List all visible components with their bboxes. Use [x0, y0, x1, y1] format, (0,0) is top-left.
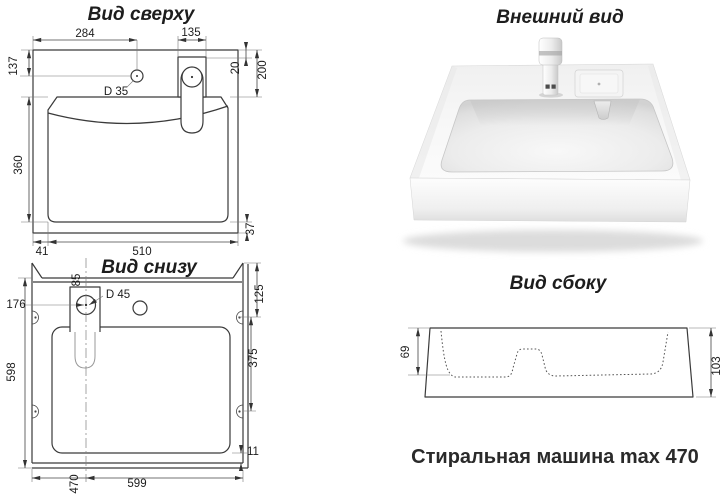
faucet-hole-center	[190, 75, 194, 79]
dim-375: 375	[248, 348, 260, 367]
side-view-drawing: Вид сбоку 69 103	[400, 273, 723, 398]
d35-hole-center	[136, 75, 138, 77]
top-view-title: Вид сверху	[88, 4, 196, 25]
bottom-view-drawing: Вид снизу	[6, 257, 266, 494]
mounting-holes	[31, 310, 244, 419]
washing-machine-caption: Стиральная машина max 470	[411, 446, 699, 468]
d35-leader	[126, 79, 135, 88]
sink-deck-right-shade	[648, 64, 690, 180]
top-view-bowl-slope	[47, 105, 229, 125]
faucet	[538, 37, 563, 98]
dim-69: 69	[400, 346, 412, 359]
dim-41: 41	[36, 246, 49, 258]
dim-510: 510	[132, 246, 151, 258]
bottom-view-bowl	[51, 326, 231, 454]
d45-hole-center	[84, 303, 88, 307]
side-view-bowl-profile	[440, 330, 669, 378]
drain-tube	[74, 327, 96, 369]
dim-d45: D 45	[106, 289, 130, 301]
dim-103: 103	[711, 356, 723, 375]
sink-deck-left-shade	[410, 66, 457, 178]
side-view-outline	[424, 327, 694, 398]
dispenser-dot	[597, 82, 601, 86]
dim-176: 176	[6, 299, 25, 311]
dim-200: 200	[257, 60, 269, 79]
sink-front-face	[409, 177, 691, 223]
overflow-cup	[593, 100, 612, 120]
bottom-view-title: Вид снизу	[101, 257, 198, 278]
external-view-photo: Внешний вид	[403, 7, 703, 252]
top-view-bowl	[47, 96, 229, 223]
bottom-view-outline	[31, 262, 249, 469]
dim-598: 598	[6, 362, 18, 381]
dim-11: 11	[247, 446, 259, 458]
dim-470: 470	[69, 474, 81, 493]
bottom-view-dimension-lines	[22, 262, 260, 481]
external-view-title: Внешний вид	[496, 7, 624, 28]
dim-135: 135	[181, 27, 200, 39]
side-view-extension-lines	[408, 327, 716, 398]
top-view-outline	[32, 49, 239, 234]
dim-125: 125	[254, 284, 266, 303]
side-view-dimension-lines	[415, 327, 714, 398]
dim-20: 20	[230, 62, 242, 75]
dim-360: 360	[13, 155, 25, 174]
side-view-title: Вид сбоку	[510, 273, 608, 294]
faucet-hole-below	[132, 300, 148, 316]
dim-284: 284	[75, 28, 95, 40]
sink-shadow	[403, 230, 703, 252]
top-view-drawing: Вид сверху	[8, 4, 269, 258]
sink-bowl-back-wall	[470, 99, 640, 126]
top-view-extension-lines	[20, 36, 262, 246]
dim-37: 37	[245, 223, 257, 236]
dim-599: 599	[127, 478, 146, 490]
dim-85: 85	[71, 274, 83, 287]
d45-leader	[88, 295, 104, 306]
dim-d35: D 35	[104, 86, 128, 98]
dim-137: 137	[8, 56, 20, 75]
top-view-dimension-lines	[26, 37, 260, 245]
